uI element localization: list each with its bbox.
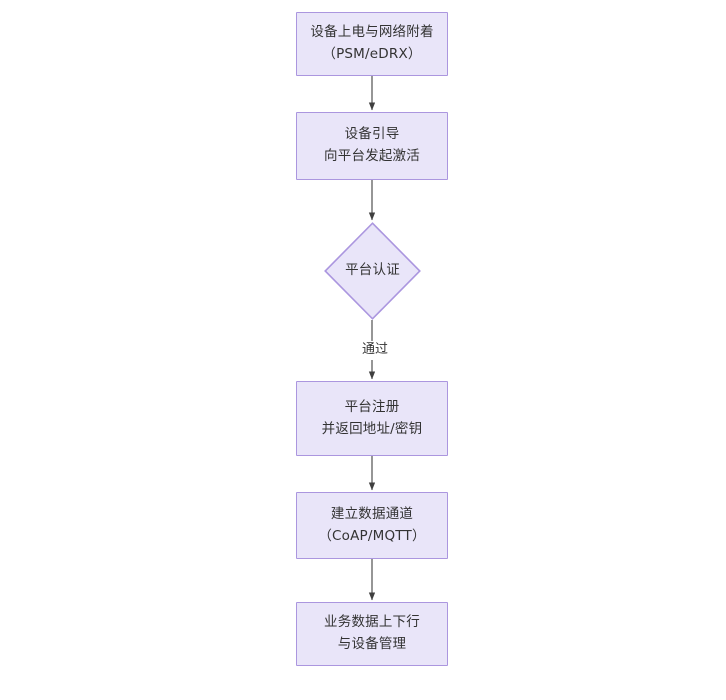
flow-node-device-bootstrap[interactable]: 设备引导 向平台发起激活 xyxy=(296,112,448,180)
diamond-shape-icon xyxy=(324,222,421,320)
flow-node-device-power-on[interactable]: 设备上电与网络附着 （PSM/eDRX） xyxy=(296,12,448,76)
flow-node-label: 设备上电与网络附着 （PSM/eDRX） xyxy=(310,24,434,62)
flow-node-label: 设备引导 向平台发起激活 xyxy=(324,126,420,164)
flow-node-label: 建立数据通道 （CoAP/MQTT） xyxy=(318,505,426,544)
flow-node-platform-register[interactable]: 平台注册 并返回地址/密钥 xyxy=(296,381,448,456)
flow-node-label: 平台注册 并返回地址/密钥 xyxy=(321,398,423,437)
edge-label-pass: 通过 xyxy=(352,341,398,360)
flow-node-establish-data-channel[interactable]: 建立数据通道 （CoAP/MQTT） xyxy=(296,492,448,559)
flow-node-business-data-and-device-mgmt[interactable]: 业务数据上下行 与设备管理 xyxy=(296,602,448,666)
flow-node-label: 平台认证 xyxy=(345,262,400,279)
flow-node-label: 业务数据上下行 与设备管理 xyxy=(324,614,420,652)
flow-node-platform-auth-decision[interactable]: 平台认证 xyxy=(324,222,421,320)
